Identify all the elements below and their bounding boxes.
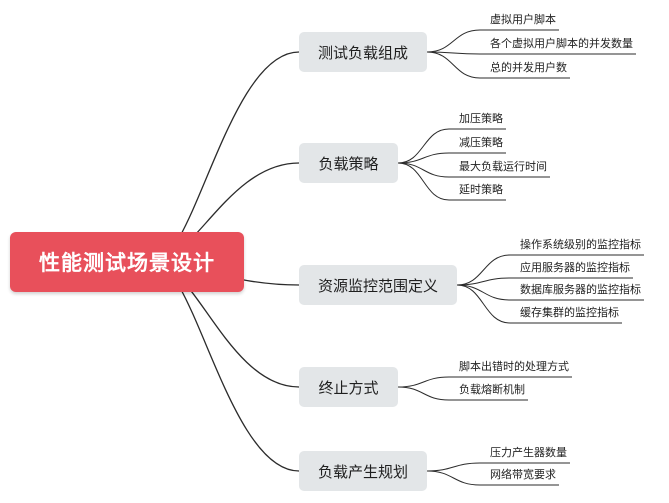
branch-2-leaf-0-connector xyxy=(456,254,644,286)
branch-0-leaf-1-connector xyxy=(426,51,636,55)
root-to-branch-4-connector xyxy=(153,261,300,472)
branch-3-leaf-0-connector xyxy=(397,376,572,388)
leaf-max-load-duration[interactable]: 最大负载运行时间 xyxy=(459,160,547,173)
branch-test-load-composition[interactable]: 测试负载组成 xyxy=(299,32,427,72)
root-to-branch-0-connector xyxy=(153,51,300,263)
branch-load-strategy[interactable]: 负载策略 xyxy=(299,143,398,183)
branch-1-leaf-1-connector xyxy=(397,152,506,164)
branch-2-leaf-1-connector xyxy=(456,277,633,286)
branch-2-leaf-2-connector xyxy=(456,284,644,301)
branch-4-leaf-1-connector xyxy=(426,470,559,486)
branch-leaf-connectors xyxy=(397,29,644,486)
leaf-app-server-metrics[interactable]: 应用服务器的监控指标 xyxy=(520,261,630,274)
root-topic[interactable]: 性能测试场景设计 xyxy=(10,232,244,292)
leaf-delay-strategy[interactable]: 延时策略 xyxy=(459,183,503,196)
branch-resource-monitoring-scope[interactable]: 资源监控范围定义 xyxy=(299,265,457,305)
branch-1-leaf-2-connector xyxy=(397,162,550,178)
leaf-load-circuit-breaker[interactable]: 负载熔断机制 xyxy=(459,383,525,396)
leaf-cache-cluster-metrics[interactable]: 缓存集群的监控指标 xyxy=(520,306,619,319)
branch-0-leaf-0-connector xyxy=(426,29,559,53)
branch-0-leaf-2-connector xyxy=(426,51,570,79)
leaf-os-level-metrics[interactable]: 操作系统级别的监控指标 xyxy=(520,238,641,251)
branch-2-leaf-3-connector xyxy=(456,284,622,324)
branch-4-leaf-0-connector xyxy=(426,462,570,472)
leaf-script-concurrency[interactable]: 各个虚拟用户脚本的并发数量 xyxy=(490,37,633,50)
branch-termination-method[interactable]: 终止方式 xyxy=(299,367,398,407)
branch-1-leaf-0-connector xyxy=(397,128,506,164)
leaf-total-concurrent-users[interactable]: 总的并发用户数 xyxy=(490,61,567,74)
leaf-ramp-up-strategy[interactable]: 加压策略 xyxy=(459,112,503,125)
leaf-script-error-handling[interactable]: 脚本出错时的处理方式 xyxy=(459,360,569,373)
branch-3-leaf-1-connector xyxy=(397,386,528,401)
leaf-load-generator-count[interactable]: 压力产生器数量 xyxy=(490,446,567,459)
leaf-virtual-user-script[interactable]: 虚拟用户脚本 xyxy=(490,13,556,26)
branch-1-leaf-3-connector xyxy=(397,162,506,201)
leaf-ramp-down-strategy[interactable]: 减压策略 xyxy=(459,136,503,149)
leaf-network-bandwidth[interactable]: 网络带宽要求 xyxy=(490,468,556,481)
branch-load-generation-plan[interactable]: 负载产生规划 xyxy=(299,451,427,491)
leaf-db-server-metrics[interactable]: 数据库服务器的监控指标 xyxy=(520,283,641,296)
